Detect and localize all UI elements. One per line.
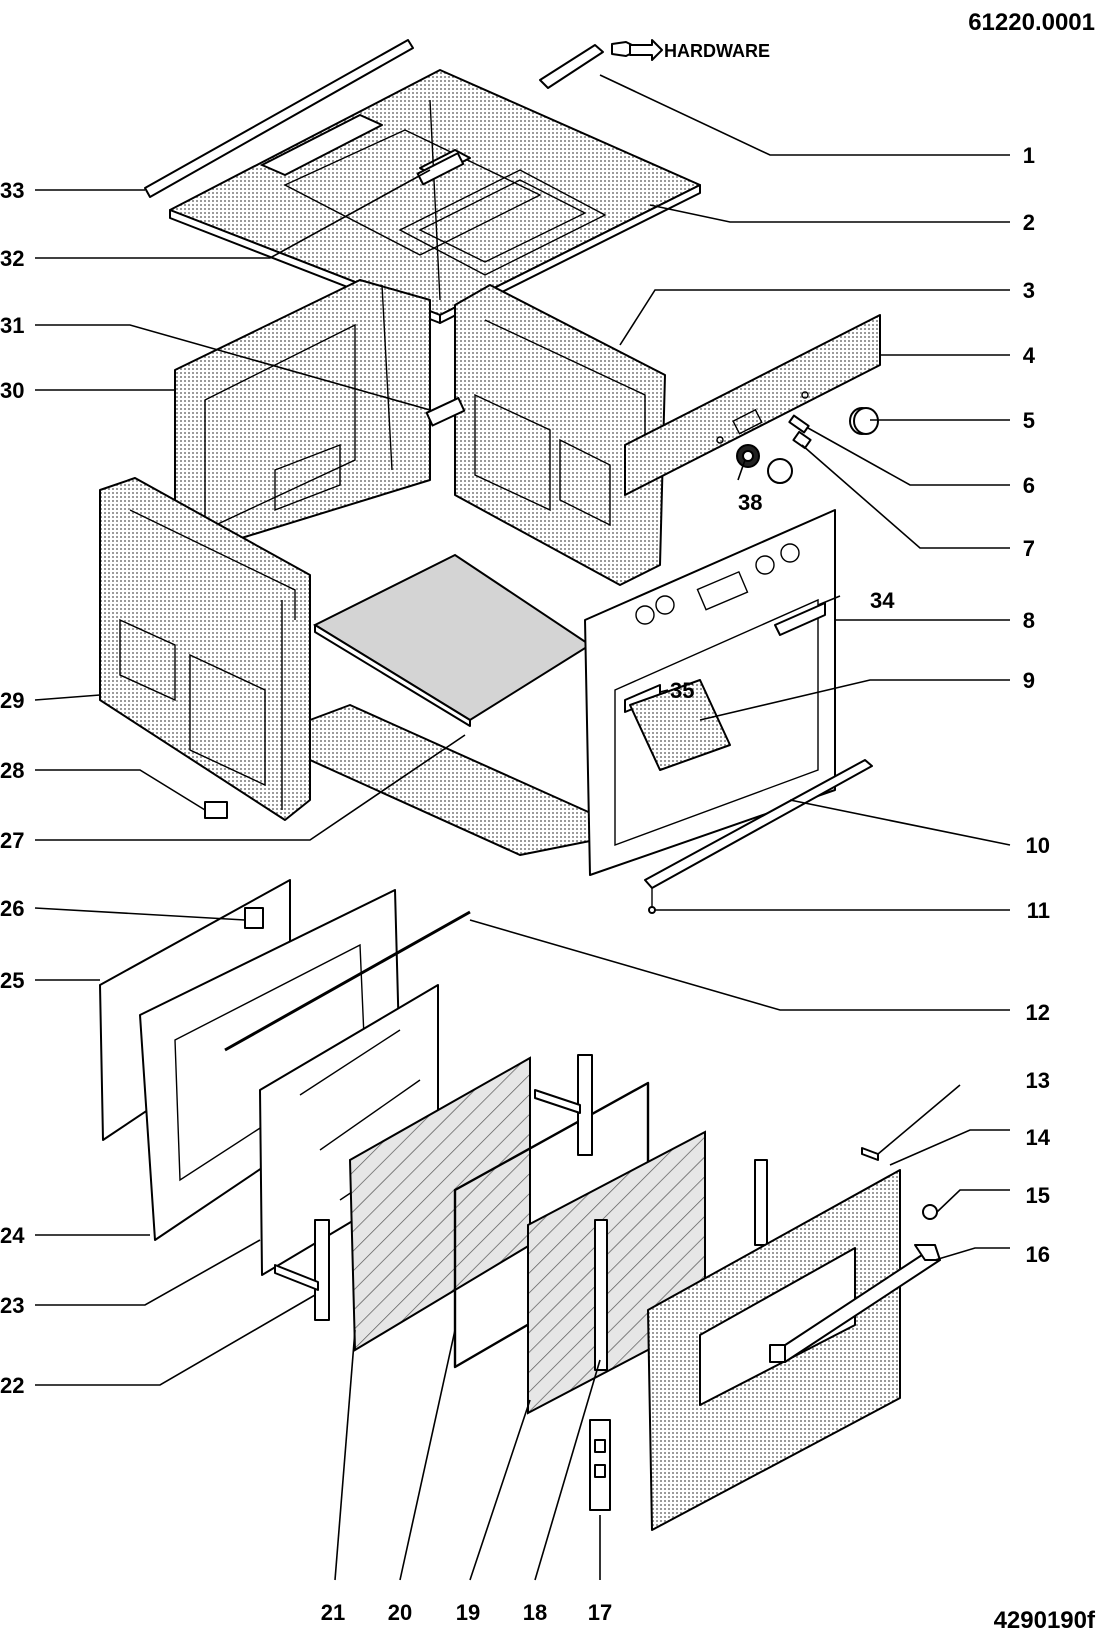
callout-26: 26 [0, 896, 24, 921]
callout-16: 16 [1026, 1242, 1050, 1267]
insulation-panel [629, 679, 731, 771]
callout-18: 18 [523, 1600, 547, 1625]
callout-38: 38 [738, 490, 762, 515]
callout-2: 2 [1023, 210, 1035, 235]
hinge-17 [589, 1419, 611, 1511]
oven-floor [309, 704, 596, 856]
callout-1: 1 [1023, 143, 1035, 168]
callout-35: 35 [670, 678, 694, 703]
callout-24: 24 [0, 1223, 25, 1248]
bottom-panel [312, 553, 592, 727]
control-knob-38 [736, 444, 793, 484]
callout-29: 29 [0, 688, 24, 713]
callout-20: 20 [388, 1600, 412, 1625]
callout-34: 34 [870, 588, 895, 613]
callout-22: 22 [0, 1373, 24, 1398]
clip-31 [425, 397, 466, 427]
clip-26 [244, 907, 264, 929]
door-handle [769, 1244, 941, 1363]
callout-23: 23 [0, 1293, 24, 1318]
hardware-arrow-icon [629, 39, 663, 61]
callout-33: 33 [0, 178, 24, 203]
top-trim-strip [144, 39, 414, 198]
hardware-label: HARDWARE [664, 41, 770, 61]
right-side-panel [454, 284, 666, 586]
top-panel [169, 69, 701, 324]
callout-14: 14 [1026, 1125, 1051, 1150]
hardware-bag [539, 41, 641, 89]
cap-15 [922, 1204, 938, 1220]
frame-bracket-34 [774, 602, 826, 636]
switch-part-7 [792, 430, 812, 450]
callout-25: 25 [0, 968, 24, 993]
screw-11 [648, 888, 656, 914]
callout-13: 13 [1026, 1068, 1050, 1093]
callout-15: 15 [1026, 1183, 1050, 1208]
callout-9: 9 [1023, 668, 1035, 693]
leader-lines [34, 74, 1011, 1581]
callout-10: 10 [1026, 833, 1050, 858]
callout-4: 4 [1023, 343, 1036, 368]
callout-31: 31 [0, 313, 24, 338]
callout-11: 11 [1027, 898, 1050, 923]
callout-6: 6 [1023, 473, 1035, 498]
vent-part-32 [416, 152, 465, 186]
callout-32: 32 [0, 246, 24, 271]
hinge-upper [534, 1054, 593, 1156]
switch-part-6 [788, 414, 810, 434]
callout-19: 19 [456, 1600, 480, 1625]
callout-3: 3 [1023, 278, 1035, 303]
callout-7: 7 [1023, 536, 1035, 561]
front-frame [584, 509, 836, 876]
callout-21: 21 [321, 1600, 345, 1625]
control-panel [624, 314, 881, 496]
figure-code: 4290190f [994, 1607, 1096, 1634]
control-knob [849, 407, 879, 435]
callout-12: 12 [1026, 1000, 1050, 1025]
back-panel [174, 279, 431, 541]
callout-8: 8 [1023, 608, 1035, 633]
clip-28 [204, 801, 228, 819]
callout-28: 28 [0, 758, 24, 783]
spacer-rod [224, 910, 471, 1052]
hinge-22 [274, 1219, 330, 1321]
callout-17: 17 [588, 1600, 612, 1625]
hinge-18 [594, 1219, 608, 1371]
document-code: 61220.0001 [968, 9, 1095, 36]
callout-5: 5 [1023, 408, 1035, 433]
screw-13 [861, 1147, 879, 1161]
left-side-panel [99, 477, 311, 821]
callout-27: 27 [0, 828, 24, 853]
callout-30: 30 [0, 378, 24, 403]
hinge-right [754, 1159, 768, 1246]
